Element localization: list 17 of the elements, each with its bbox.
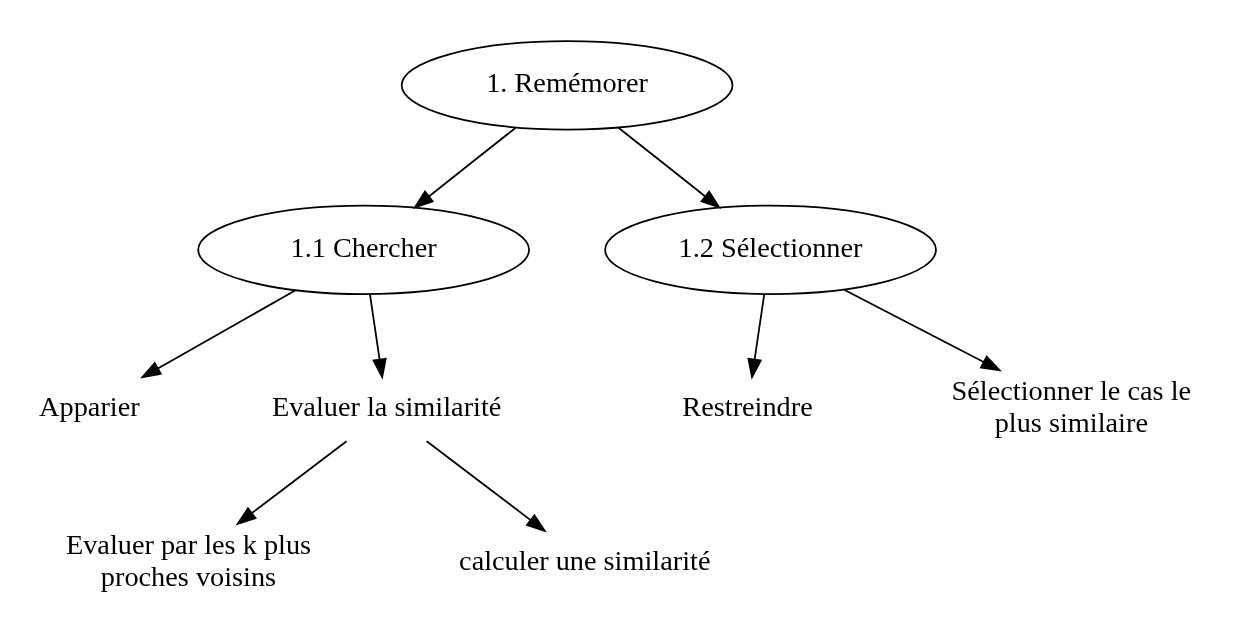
node-ellipse: 1.2 Sélectionner — [604, 204, 937, 295]
node-text: Evaluer par les k plus proches voisins — [65, 528, 312, 592]
node-text: Apparier — [39, 390, 140, 422]
arrow — [843, 288, 1002, 371]
node-text: Restreindre — [682, 390, 813, 422]
arrow — [425, 439, 547, 532]
arrow — [412, 126, 517, 209]
node-text: Sélectionner le cas le plus similaire — [951, 374, 1192, 438]
node-text: Evaluer la similarité — [271, 390, 502, 422]
arrow — [140, 289, 297, 379]
node-text: calculer une similarité — [459, 544, 711, 576]
arrow — [617, 126, 722, 209]
arrow — [235, 439, 348, 526]
node-ellipse: 1.1 Chercher — [197, 204, 530, 295]
arrow — [369, 292, 387, 380]
arrow — [747, 292, 766, 380]
node-ellipse: 1. Remémorer — [400, 39, 734, 130]
